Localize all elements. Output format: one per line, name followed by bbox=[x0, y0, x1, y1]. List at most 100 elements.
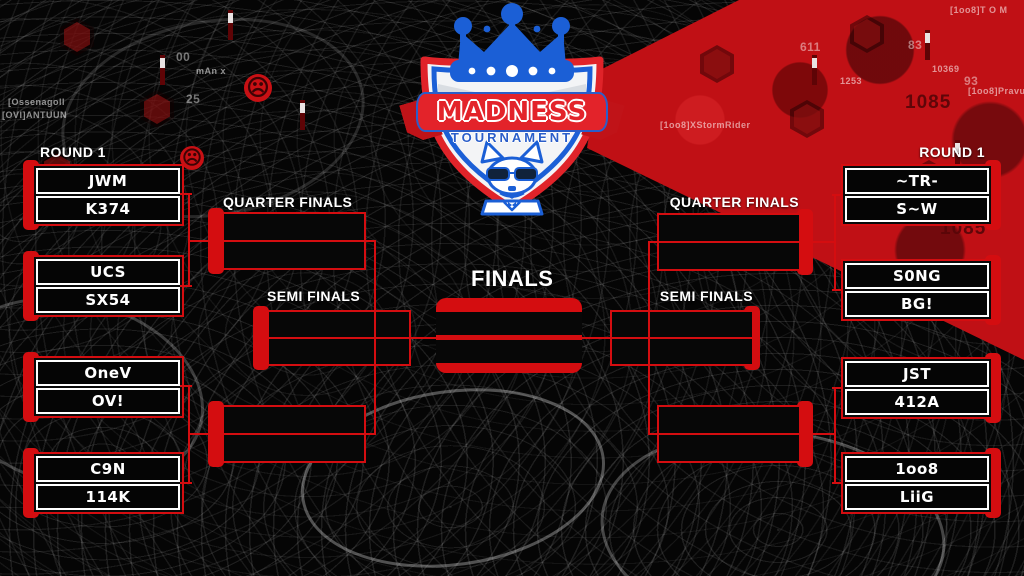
collage-text: [Ossenagoll bbox=[8, 97, 66, 107]
semifinals-label-right: SEMI FINALS bbox=[659, 288, 753, 304]
sad-face-icon: ☹ bbox=[180, 146, 204, 170]
bracket-connector bbox=[180, 482, 192, 484]
team-slot: JWM bbox=[36, 168, 180, 194]
team-slot: UCS bbox=[36, 259, 180, 285]
collage-text: 1085 bbox=[905, 92, 952, 113]
health-bar bbox=[955, 140, 960, 170]
collage-text: [OVI]ANTUUN bbox=[2, 110, 67, 120]
empty-slot bbox=[436, 340, 582, 363]
match-box-round1-left-2: UCS SX54 bbox=[32, 255, 184, 317]
match-box-round1-left-1: JWM K374 bbox=[32, 164, 184, 226]
bracket-connector bbox=[582, 337, 610, 339]
team-slot: JST bbox=[845, 361, 989, 387]
bracket-connector bbox=[188, 240, 222, 242]
quarterfinals-label-left: QUARTER FINALS bbox=[223, 194, 353, 210]
match-box-finals bbox=[436, 298, 582, 373]
finals-label: FINALS bbox=[471, 266, 554, 291]
match-box-quarterfinal-right-1 bbox=[657, 213, 801, 271]
logo-title: MADNESS bbox=[436, 97, 588, 127]
bracket-connector bbox=[834, 194, 836, 291]
collage-text: 00 bbox=[176, 50, 191, 64]
empty-slot bbox=[224, 242, 364, 268]
match-box-semifinal-right bbox=[610, 310, 754, 366]
match-box-round1-right-3: JST 412A bbox=[841, 357, 993, 419]
collage-text: mAn x bbox=[196, 66, 227, 76]
team-slot: ~TR- bbox=[845, 168, 989, 194]
team-slot: BG! bbox=[845, 291, 989, 317]
empty-slot bbox=[612, 312, 752, 337]
match-box-quarterfinal-left-2 bbox=[222, 405, 366, 463]
collage-text: 1253 bbox=[840, 76, 863, 86]
bracket-connector bbox=[801, 241, 835, 243]
team-slot: S0NG bbox=[845, 263, 989, 289]
match-box-round1-right-1: ~TR- S~W bbox=[841, 164, 993, 226]
collage-text: 83 bbox=[908, 38, 923, 52]
bracket-connector bbox=[832, 482, 842, 484]
bracket-connector bbox=[832, 194, 842, 196]
team-slot: OV! bbox=[36, 388, 180, 414]
health-bar bbox=[228, 10, 233, 40]
crown-icon bbox=[450, 3, 574, 82]
match-box-round1-right-2: S0NG BG! bbox=[841, 259, 993, 321]
team-slot: 412A bbox=[845, 389, 989, 415]
empty-slot bbox=[224, 214, 364, 240]
empty-slot bbox=[436, 312, 582, 335]
avatar-hexagon bbox=[700, 45, 734, 83]
collage-text: 611 bbox=[800, 40, 821, 54]
bracket-connector bbox=[832, 289, 842, 291]
empty-slot bbox=[659, 435, 799, 461]
bracket-connector bbox=[180, 285, 192, 287]
avatar-hexagon bbox=[60, 18, 94, 56]
quarterfinals-label-right: QUARTER FINALS bbox=[669, 194, 799, 210]
team-slot: SX54 bbox=[36, 287, 180, 313]
avatar-hexagon bbox=[850, 15, 884, 53]
match-box-quarterfinal-left-1 bbox=[222, 212, 366, 270]
collage-text: [1oo8]T O M bbox=[950, 5, 1008, 15]
health-bar bbox=[925, 30, 930, 60]
health-bar bbox=[160, 55, 165, 85]
bracket-connector bbox=[364, 433, 376, 435]
bracket-connector bbox=[364, 240, 376, 242]
collage-text: 10369 bbox=[932, 64, 960, 74]
semifinals-label-left: SEMI FINALS bbox=[267, 288, 361, 304]
bracket-connector bbox=[832, 387, 842, 389]
bracket-connector bbox=[648, 241, 650, 435]
avatar-hexagon bbox=[140, 90, 174, 128]
team-slot: 114K bbox=[36, 484, 180, 510]
avatar-hexagon bbox=[790, 100, 824, 138]
bracket-connector bbox=[180, 385, 192, 387]
bracket-connector bbox=[834, 387, 836, 484]
collage-text: 25 bbox=[186, 92, 201, 106]
empty-slot bbox=[659, 243, 799, 269]
bracket-connector bbox=[801, 433, 835, 435]
collage-text: [1oo8]Pravu bbox=[968, 86, 1024, 96]
match-box-round1-right-4: 1oo8 LiiG bbox=[841, 452, 993, 514]
team-slot: C9N bbox=[36, 456, 180, 482]
bracket-connector bbox=[648, 241, 659, 243]
bracket-connector bbox=[188, 433, 222, 435]
empty-slot bbox=[659, 215, 799, 241]
match-box-quarterfinal-right-2 bbox=[657, 405, 801, 463]
team-slot: K374 bbox=[36, 196, 180, 222]
match-box-round1-left-4: C9N 114K bbox=[32, 452, 184, 514]
empty-slot bbox=[612, 339, 752, 364]
collage-text: [1oo8]XStormRider bbox=[660, 120, 751, 130]
empty-slot bbox=[224, 407, 364, 433]
bracket-connector bbox=[648, 433, 659, 435]
bracket-tab bbox=[253, 306, 269, 370]
collage-text: 93 bbox=[964, 74, 979, 88]
match-box-round1-left-3: OneV OV! bbox=[32, 356, 184, 418]
health-bar bbox=[300, 100, 305, 130]
team-slot: S~W bbox=[845, 196, 989, 222]
bulldog-sunglasses-icon bbox=[480, 140, 544, 216]
tournament-logo: MADNESS TOURNAMENT bbox=[416, 2, 608, 216]
sad-face-icon: ☹ bbox=[244, 74, 272, 102]
empty-slot bbox=[269, 339, 409, 364]
health-bar bbox=[812, 55, 817, 85]
empty-slot bbox=[659, 407, 799, 433]
logo-banner: MADNESS bbox=[416, 92, 608, 132]
team-slot: LiiG bbox=[845, 484, 989, 510]
round1-label-left: ROUND 1 bbox=[40, 144, 106, 160]
team-slot: OneV bbox=[36, 360, 180, 386]
